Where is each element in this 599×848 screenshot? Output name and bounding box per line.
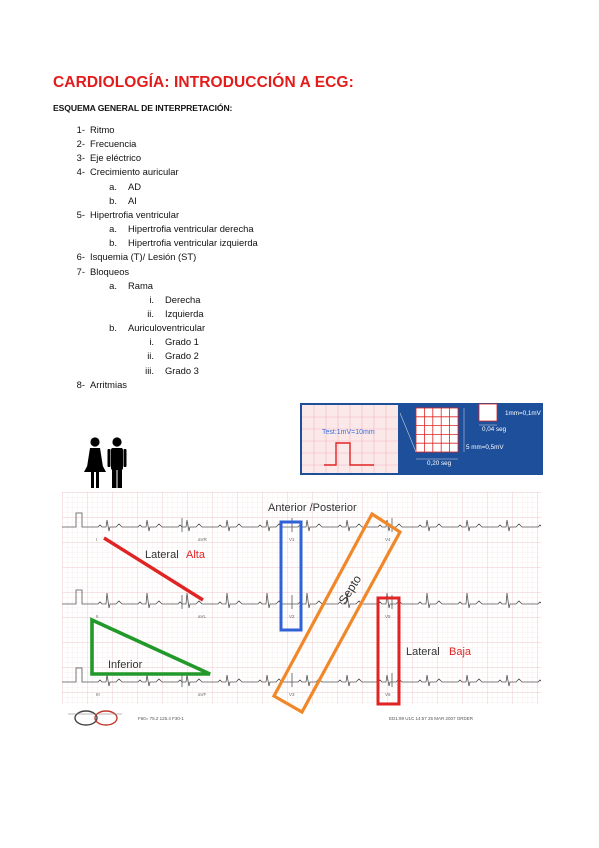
big-voltage-label: 5 mm=0,5mV	[466, 444, 504, 451]
outline-marker: i.	[149, 293, 154, 305]
outline-marker: a.	[109, 279, 117, 291]
outline-marker: b.	[109, 237, 117, 249]
outline-item: AD	[128, 180, 142, 192]
ecg-lead-label: aVF	[198, 692, 207, 697]
inferior-label: Inferior	[108, 659, 143, 671]
grid-scale-diagram: 1mm=0,1mV 0,04 seg 5 mm=0,5mV 0,20 seg	[399, 403, 542, 467]
outline-item: AI	[128, 194, 137, 206]
outline-item: Frecuencia	[90, 138, 137, 150]
outline-marker: b.	[109, 322, 117, 334]
outline-marker: 8-	[76, 378, 85, 390]
outline-marker: 4-	[76, 166, 85, 178]
outline-item: Grado 3	[165, 364, 199, 376]
ecg-lead-label: V4	[385, 537, 391, 542]
outline-item: Arritmias	[90, 378, 127, 390]
outline-item: Auriculoventricular	[128, 322, 206, 334]
ecg-lead-label: III	[96, 692, 100, 697]
outline-marker: i.	[149, 336, 154, 348]
outline-marker: ii.	[147, 307, 154, 319]
ecg-footer-left: F60= 75.2 125.4 F30-1	[138, 716, 184, 721]
ecg-traces	[62, 512, 563, 687]
anterior-posterior-box	[279, 520, 303, 632]
ecg-lead-label: II	[96, 614, 99, 619]
lateral-baja-baja-label: Baja	[449, 646, 472, 658]
ecg-lead-label: V1	[289, 537, 295, 542]
outline-item: Crecimiento auricular	[90, 166, 179, 178]
outline-marker: a.	[109, 180, 117, 192]
ecg-lead-label: V6	[385, 692, 391, 697]
ecg-footer-right: ED1:99 U1C 14:57 25 MAR 2007 ORDER	[389, 716, 474, 721]
anterior-posterior-label: Anterior /Posterior	[268, 502, 357, 514]
outline-item: Hipertrofia ventricular derecha	[128, 223, 254, 235]
outline-item: Eje eléctrico	[90, 152, 142, 164]
small-time-label: 0,04 seg	[482, 426, 507, 433]
ecg-trace-row	[62, 512, 563, 532]
ecg-lead-label: V3	[289, 692, 295, 697]
page-title: CARDIOLOGÍA: INTRODUCCIÓN A ECG:	[53, 74, 354, 91]
outline-item: Ritmo	[90, 124, 115, 135]
outline-marker: a.	[109, 223, 117, 235]
septo-box	[271, 511, 403, 715]
big-time-label: 0,20 seg	[427, 460, 452, 467]
outline-item: Isquemia (T)/ Lesión (ST)	[90, 251, 197, 263]
ecg-trace-row	[62, 589, 563, 609]
outline-item: Hipertrofia ventricular izquierda	[128, 237, 258, 249]
outline-marker: 2-	[76, 138, 85, 150]
outline-item: Izquierda	[165, 307, 204, 319]
lateral-baja-lateral-label: Lateral	[406, 646, 440, 658]
calibration-test-label: Test:1mV=10mm	[322, 429, 375, 436]
outline-item: Derecha	[165, 293, 201, 305]
couple-icon	[84, 437, 127, 488]
outline-item: Rama	[128, 279, 154, 291]
outline-marker: 7-	[76, 265, 85, 277]
ecg-lead-label: aVL	[198, 614, 207, 619]
outline-item: Bloqueos	[90, 265, 130, 277]
outline-marker: 3-	[76, 152, 85, 164]
ecg-lead-label: I	[96, 537, 97, 542]
outline-item: Hipertrofia ventricular	[90, 208, 180, 220]
ecg-lead-label: V5	[385, 614, 391, 619]
outline-marker: ii.	[147, 350, 154, 362]
logo-icon	[68, 710, 122, 726]
calibration-panel: Test:1mV=10mm 1mm=0,1mV 0,04 seg 5 mm=0,…	[300, 403, 543, 475]
lateral-alta-alta-label: Alta	[186, 549, 206, 561]
lateral-baja-box	[376, 596, 401, 706]
outline-marker: b.	[109, 194, 117, 206]
lateral-alta-lateral-label: Lateral	[145, 549, 179, 561]
outline-marker: 5-	[76, 208, 85, 220]
section-subtitle: ESQUEMA GENERAL DE INTERPRETACIÓN:	[53, 103, 233, 113]
outline-marker: 6-	[76, 251, 85, 263]
inferior-triangle	[90, 617, 211, 676]
ecg-lead-label: V2	[289, 614, 295, 619]
outline-marker: 1-	[76, 124, 85, 135]
ecg-lead-label: aVR	[198, 537, 208, 542]
outline-marker: iii.	[145, 364, 154, 376]
outline-item: Grado 2	[165, 350, 199, 362]
outline-item: Grado 1	[165, 336, 199, 348]
calibration-test-panel: Test:1mV=10mm	[302, 405, 398, 473]
small-square-label: 1mm=0,1mV	[505, 410, 542, 417]
lateral-alta-line	[103, 536, 204, 602]
